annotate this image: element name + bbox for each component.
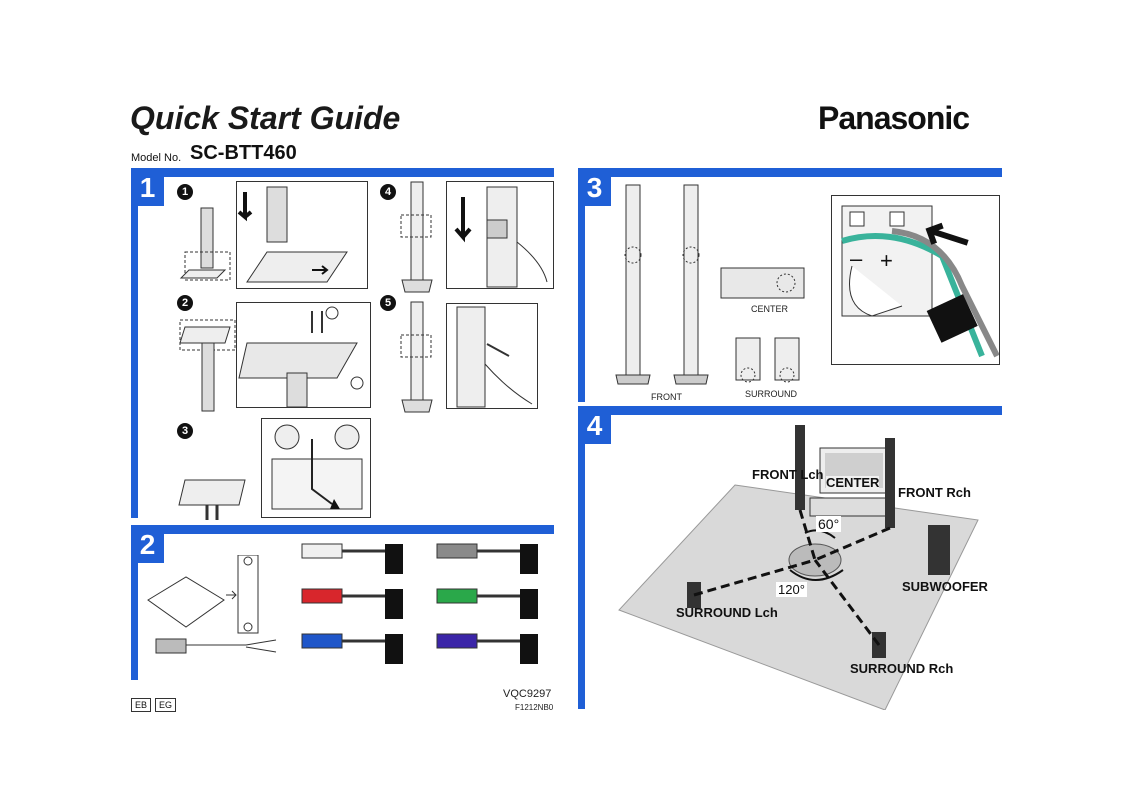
surround-speakers-illustration [733, 335, 803, 385]
section-4-edge [578, 443, 585, 709]
stand-base-illustration [175, 315, 240, 415]
speaker-column-illustration-2 [397, 300, 437, 415]
region-tag-eb: EB [131, 698, 152, 712]
section-3-number: 3 [578, 170, 611, 206]
step-1-detail-box [236, 181, 368, 289]
section-2-edge [131, 562, 138, 680]
center-speaker-illustration [720, 267, 805, 299]
svg-text:–: – [850, 246, 863, 271]
page-title: Quick Start Guide [130, 100, 401, 136]
surround-rch-label: SURROUND Rch [850, 661, 954, 676]
connector-red [300, 585, 405, 625]
subwoofer-label: SUBWOOFER [902, 579, 988, 594]
step-2-badge: 2 [177, 295, 193, 311]
model-label: Model No. [131, 152, 182, 164]
model-number: SC-BTT460 [190, 142, 297, 164]
document-code-2: F1212NB0 [515, 703, 554, 712]
step-1-badge: 1 [177, 184, 193, 200]
section-1-edge [131, 205, 138, 518]
document-code: VQC9297 [503, 688, 552, 700]
brand-logo: Panasonic [818, 100, 970, 136]
front-rch-label: FRONT Rch [898, 485, 971, 500]
surround-label: SURROUND [745, 389, 798, 399]
connector-purple [435, 630, 540, 670]
connector-green [435, 585, 540, 625]
connector-white [300, 540, 405, 580]
section-1-bar [131, 168, 554, 177]
svg-text:+: + [880, 248, 893, 273]
step-5-detail-box [446, 303, 538, 409]
cable-routing-illustration [177, 475, 247, 520]
region-tag-eg: EG [155, 698, 177, 712]
front-lch-label: FRONT Lch [752, 467, 824, 482]
center-label: CENTER [751, 304, 789, 314]
section-3-edge [578, 205, 585, 402]
angle-120-label: 120° [776, 582, 807, 597]
step-5-badge: 5 [380, 295, 396, 311]
surround-lch-label: SURROUND Lch [676, 605, 778, 620]
step-3-detail-box [261, 418, 371, 518]
step-3-badge: 3 [177, 423, 193, 439]
section-1-number: 1 [131, 170, 164, 206]
step-4-detail-box [446, 181, 554, 289]
step-2-detail-box [236, 302, 371, 408]
section-4-number: 4 [578, 408, 611, 444]
section-3-bar [578, 168, 1002, 177]
terminal-connection-box: – + [831, 195, 1000, 365]
connector-gray [435, 540, 540, 580]
connector-blue [300, 630, 405, 670]
sticker-sheet-illustration [146, 554, 306, 670]
speaker-column-illustration [397, 180, 437, 295]
front-speakers-illustration [612, 180, 722, 390]
center-position-label: CENTER [826, 475, 880, 490]
section-2-bar [131, 525, 554, 534]
angle-60-label: 60° [816, 516, 842, 532]
stand-assembly-illustration [175, 200, 240, 290]
section-4-bar [578, 406, 1002, 415]
front-label: FRONT [651, 392, 682, 402]
step-4-badge: 4 [380, 184, 396, 200]
section-2-number: 2 [131, 527, 164, 563]
